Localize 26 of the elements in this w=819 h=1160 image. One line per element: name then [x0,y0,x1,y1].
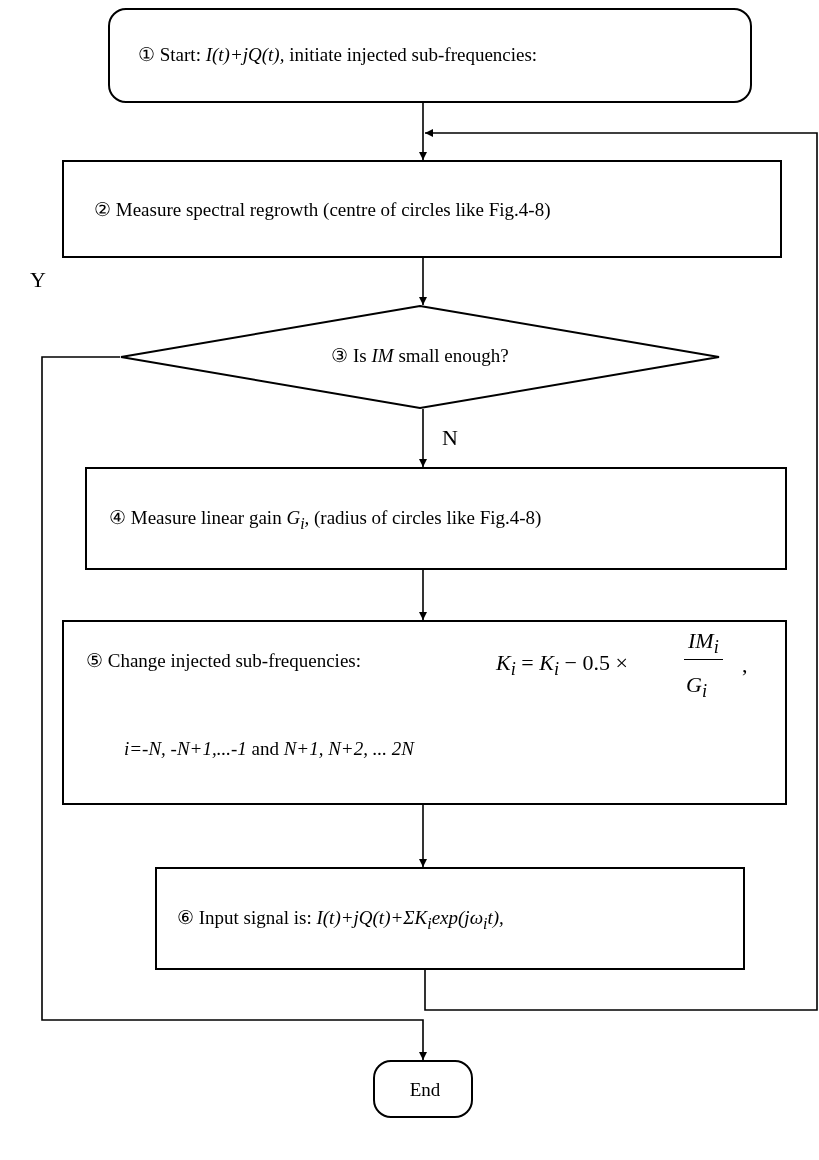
end-text: End [408,1079,442,1102]
step-text: ③ Is IM small enough? [330,345,510,368]
arrow [419,257,427,306]
process-box [62,160,782,258]
start-terminator [108,8,752,103]
step-text: ④ Measure linear gain G$_{i}$, (radius of circles like Fig.4-8) [109,507,542,534]
decision-diamond [120,305,720,409]
end-terminator [373,1060,473,1118]
step-text: ⑤ Change injected sub-frequencies: [86,650,361,673]
process-box [62,620,787,805]
formula-comma: , [742,652,748,679]
step-text: ① Start: I(t)+jQ(t), initiate injected sub-frequencies: [138,44,538,67]
arrow [419,804,427,868]
process-box [155,867,745,970]
step-text: ② Measure spectral regrowth (centre of circles like Fig.4-8) [94,199,551,222]
arrow [419,102,427,161]
arrow [41,356,427,1061]
process-box [85,467,787,570]
formula-text: K$_{i}$ = K$_{i}$ − 0.5 × [496,650,628,682]
step-text: ⑥ Input signal is: I(t)+jQ(t)+ΣK$_{i}$exp(jω$_{i}$t), [177,907,504,934]
arrow [424,129,818,1011]
arrow [419,408,427,468]
fraction-denominator: G$_{i}$ [686,672,707,704]
fraction-numerator: IM$_{i}$ [684,628,723,661]
arrow [419,569,427,621]
index-range-text: i=-N, -N+1,...-1 and N+1, N+2, ... 2N [124,738,414,761]
